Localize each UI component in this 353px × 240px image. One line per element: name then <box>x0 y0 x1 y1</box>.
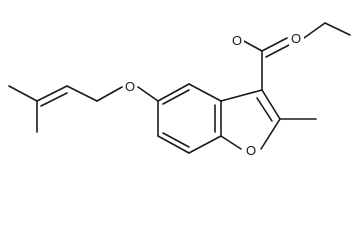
furan-ring <box>220 89 281 150</box>
aryl-ether <box>137 86 159 102</box>
bond-ch2-oxygen <box>96 86 123 102</box>
furan-bond-c3-c2 <box>261 89 281 120</box>
furan-bond-c2-o1 <box>260 118 281 150</box>
label-bg-furan-oxygen <box>243 142 259 158</box>
furan-bond-c3a-c3 <box>220 89 263 102</box>
bond-oxygen-aryl <box>137 86 159 102</box>
benzene-bond-5 <box>157 135 190 154</box>
bond-alkene <box>36 85 68 102</box>
benzene-bond-1-inner <box>162 89 190 105</box>
benzene-ring <box>157 83 222 154</box>
molecule-structure: O O O O <box>8 22 351 158</box>
label-bg-ester-ether-oxygen <box>289 30 304 46</box>
bond-allyl <box>66 85 98 102</box>
bond-carbonyl-ether-o <box>241 39 263 52</box>
benzene-bond-5-inner <box>162 132 190 148</box>
benzene-bond-2 <box>188 83 222 102</box>
atom-aryl-ether-oxygen: O <box>125 79 135 94</box>
bond-carbonyl-double-b <box>265 44 290 58</box>
label-bg-aryl-ether-oxygen <box>123 78 137 94</box>
bond-alkene-inner <box>40 92 68 107</box>
methyl-ester <box>241 22 351 91</box>
atom-labels: O O O O <box>123 30 304 158</box>
bond-ester-methyl-end <box>324 22 351 36</box>
label-bg-carbonyl-oxygen <box>230 32 244 48</box>
furan-bond-c3-c2-inner <box>256 97 273 122</box>
furan-bond-o1-c7a <box>220 135 242 150</box>
atom-ester-carbonyl-oxygen: O <box>232 33 242 48</box>
atom-ester-ether-oxygen: O <box>291 31 301 46</box>
benzene-bond-4 <box>188 135 222 154</box>
prenyl-chain <box>8 85 123 133</box>
benzene-bond-1 <box>157 83 190 102</box>
bond-methyl-a <box>8 85 38 102</box>
atom-furan-oxygen: O <box>246 143 256 158</box>
bond-carbonyl-double-a <box>261 37 288 52</box>
bond-ester-o-methyl <box>303 22 326 39</box>
